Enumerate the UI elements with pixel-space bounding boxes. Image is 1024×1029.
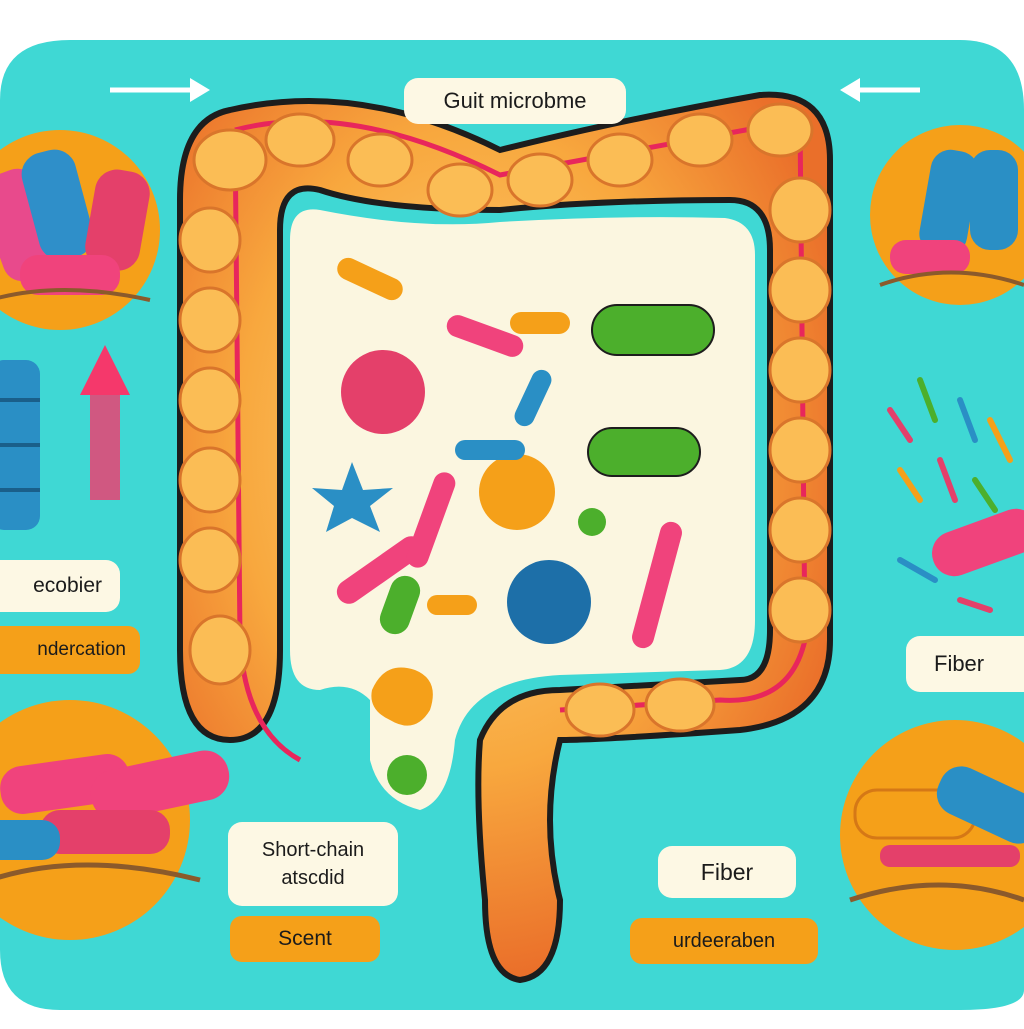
- cylinder-food-icon: [0, 360, 40, 530]
- left-arrow-icon: [840, 78, 920, 102]
- bottom-fiber-label: Fiber: [658, 846, 796, 898]
- bacteria-icon: [312, 257, 715, 795]
- colon-segments: [178, 102, 832, 738]
- confetti: [887, 377, 1013, 613]
- food-circle-top-left: [0, 130, 160, 330]
- food-circle-bottom-right: [840, 720, 1024, 950]
- right-arrow-icon: [110, 78, 210, 102]
- food-circle-bottom-left: [0, 700, 230, 940]
- food-circle-top-right: [870, 125, 1024, 305]
- left-label-top: ecobier: [0, 560, 120, 612]
- up-arrow-icon: [80, 345, 130, 500]
- urdeeraben-label: urdeeraben: [630, 918, 818, 964]
- short-chain-line1: Short-chain: [261, 839, 365, 861]
- right-fiber-label: Fiber: [906, 636, 1024, 692]
- title-label: Guit microbme: [404, 78, 626, 124]
- short-chain-label: Short-chain atscdid: [228, 822, 398, 906]
- short-chain-line2: atscdid: [281, 867, 345, 889]
- right-tube: [931, 508, 1024, 577]
- scent-label: Scent: [230, 916, 380, 962]
- left-label-bottom: ndercation: [0, 626, 140, 674]
